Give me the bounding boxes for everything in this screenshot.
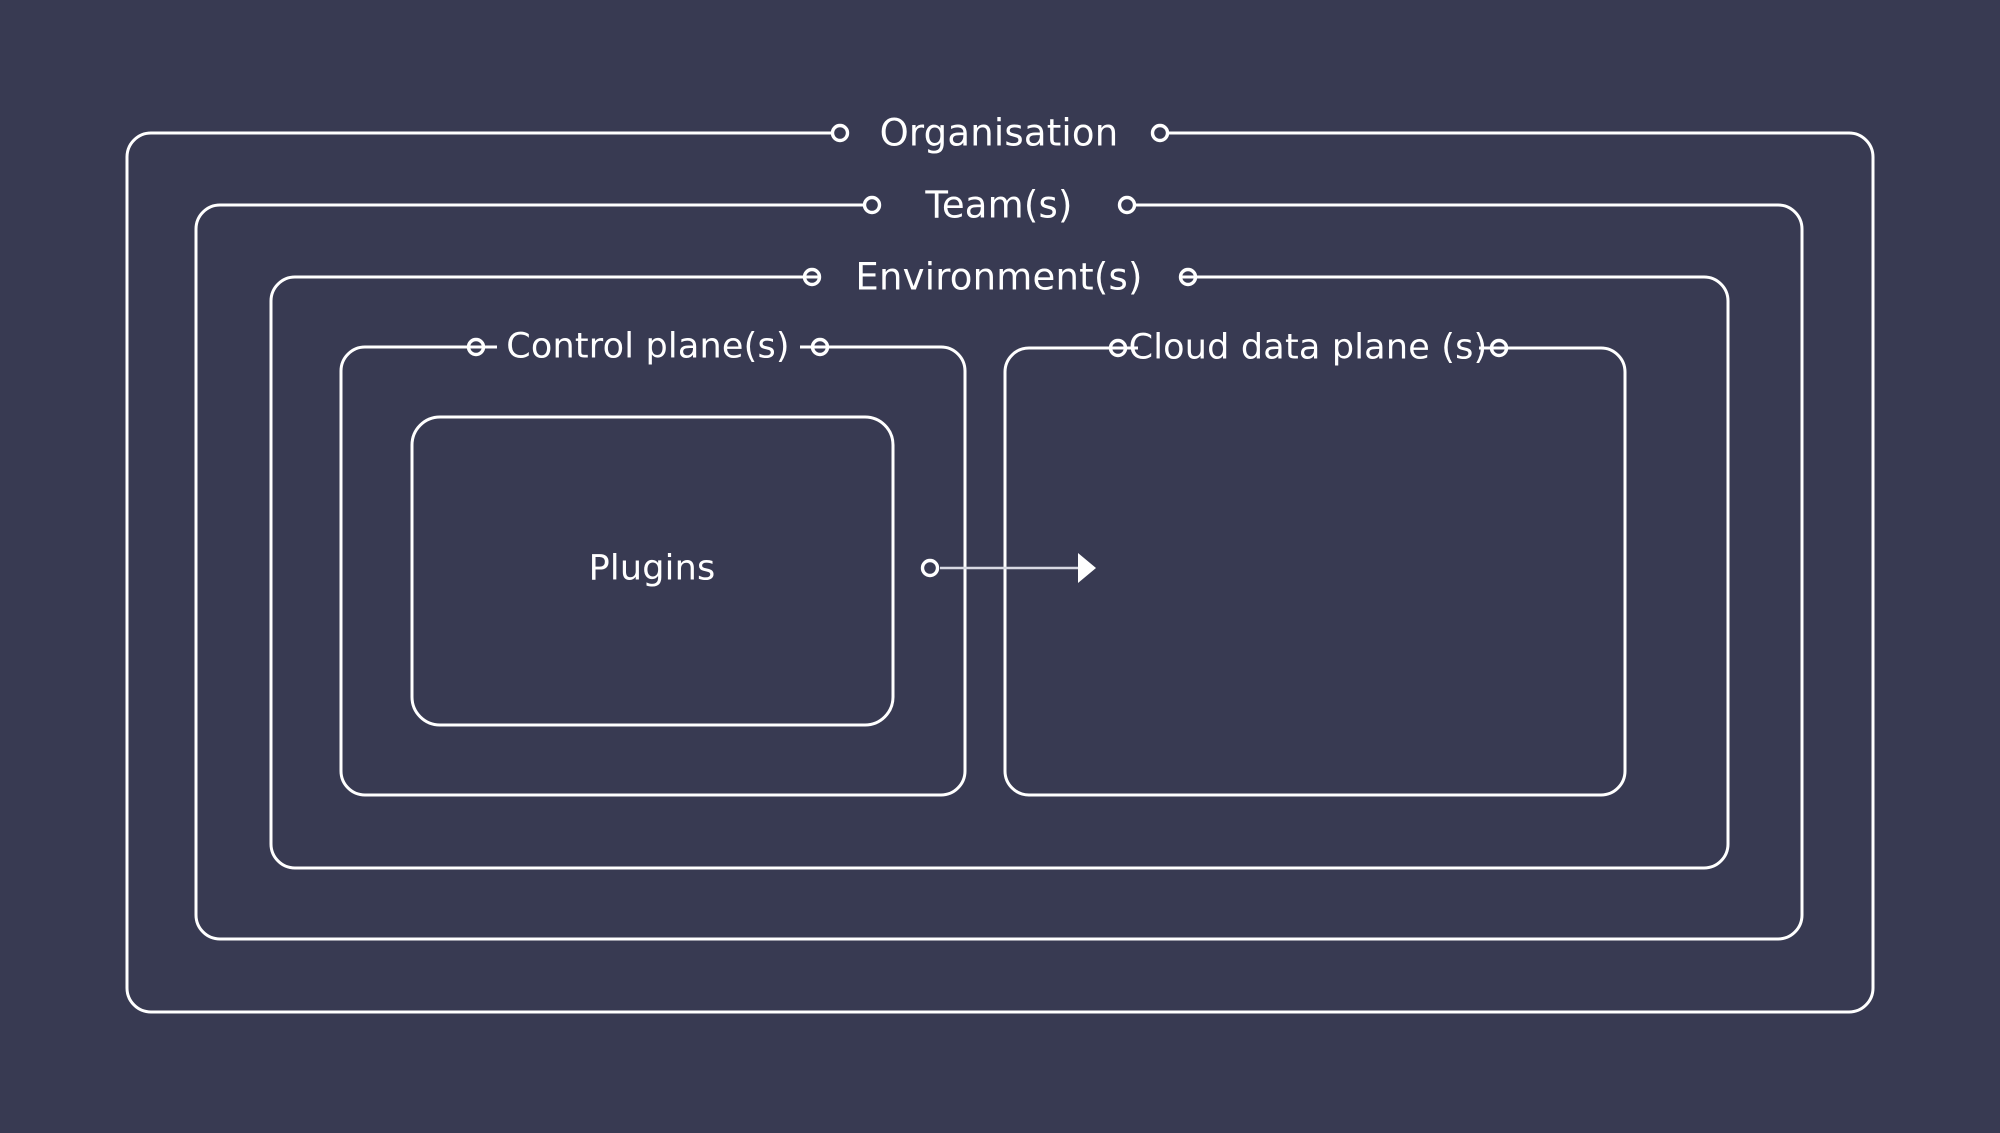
connector-dot-cloud-data-plane-right xyxy=(1489,338,1509,358)
box-plugins-outline xyxy=(410,415,895,727)
label-control-plane: Control plane(s) xyxy=(506,326,790,367)
flow-source-dot xyxy=(920,558,940,578)
box-control-plane[interactable] xyxy=(339,345,967,797)
connector-dot-environment-left xyxy=(802,267,822,287)
box-environment[interactable] xyxy=(269,275,1730,870)
box-environment-outline xyxy=(269,275,1730,870)
box-team[interactable] xyxy=(194,203,1804,941)
connector-dot-environment-right xyxy=(1178,267,1198,287)
connector-dot-organisation-right xyxy=(1150,123,1170,143)
box-organisation-outline xyxy=(125,131,1875,1014)
label-team: Team(s) xyxy=(925,183,1073,227)
connector-dot-team-right xyxy=(1117,195,1137,215)
label-plugins: Plugins xyxy=(588,548,716,589)
flow-arrowhead-icon xyxy=(1078,553,1096,583)
connector-dot-control-plane-right xyxy=(810,337,830,357)
box-team-outline xyxy=(194,203,1804,941)
box-cloud-data-plane-outline xyxy=(1003,346,1627,797)
connector-dot-organisation-left xyxy=(830,123,850,143)
flow-plugins-to-cloud-data-plane[interactable] xyxy=(920,553,1097,583)
label-organisation: Organisation xyxy=(879,111,1119,155)
connector-dot-team-left xyxy=(862,195,882,215)
box-cloud-data-plane[interactable] xyxy=(1003,346,1627,797)
label-cloud-data-plane: Cloud data plane (s) xyxy=(1128,327,1488,368)
connector-dot-cloud-data-plane-left xyxy=(1108,338,1128,358)
connector-dot-control-plane-left xyxy=(466,337,486,357)
label-environment: Environment(s) xyxy=(855,255,1143,299)
box-plugins[interactable] xyxy=(410,415,895,727)
box-organisation[interactable] xyxy=(125,131,1875,1014)
box-control-plane-outline xyxy=(339,345,967,797)
